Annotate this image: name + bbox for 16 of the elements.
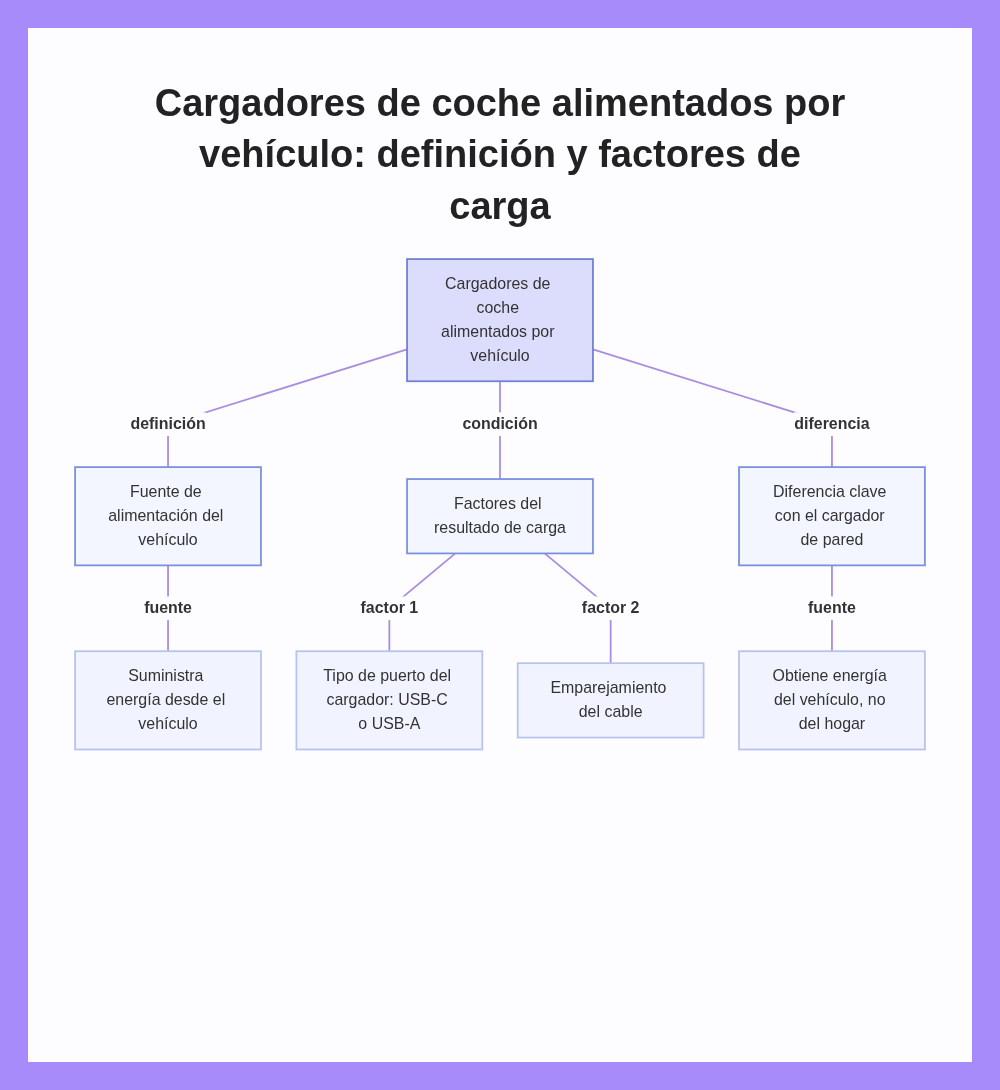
node-box: Tipo de puerto del cargador: USB-C o USB-A (295, 650, 484, 751)
diagram-title: Cargadores de coche alimentados por vehículo: definición y factores de carga (153, 81, 847, 229)
edge-label: fuente (808, 598, 856, 617)
edge-label: definición (130, 414, 206, 433)
node-box: Obtiene energía del vehículo, no del hogar (738, 650, 926, 751)
node-box: Cargadores de coche alimentados por vehículo (406, 258, 594, 382)
node-box: Emparejamiento del cable (516, 662, 705, 739)
node-box: Factores del resultado de carga (406, 478, 594, 555)
edge-label: condición (462, 414, 538, 433)
node-box: Suministra energía desde el vehículo (74, 650, 262, 751)
edge-label: fuente (144, 598, 192, 617)
edge-label: factor 2 (581, 598, 640, 617)
node-box: Fuente de alimentación del vehículo (74, 466, 262, 567)
edge-label: factor 1 (360, 598, 419, 617)
node-box: Diferencia clave con el cargador de pared (738, 466, 926, 567)
edge-label: diferencia (794, 414, 870, 433)
